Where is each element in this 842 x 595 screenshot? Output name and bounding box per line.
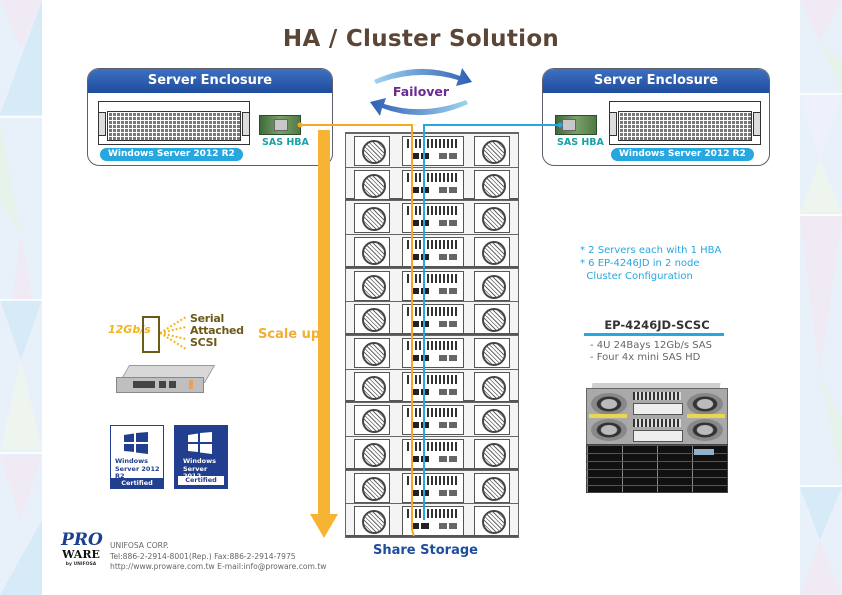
- server-enclosure-left: Server Enclosure Windows Server 2012 R2 …: [87, 68, 333, 166]
- storage-enclosure-unit: [346, 469, 518, 537]
- storage-module-row: [346, 435, 518, 470]
- failover-label: Failover: [392, 84, 450, 99]
- enclosure-header-left: Server Enclosure: [88, 69, 332, 93]
- scale-up-arrow-head-icon: [310, 514, 338, 538]
- fan-icon: [474, 506, 510, 537]
- windows-server-2012-certified-badge: Windows Server 2012 Certified: [174, 425, 228, 489]
- note-line: * 6 EP-4246JD in 2 node: [580, 258, 700, 269]
- page-title: HA / Cluster Solution: [282, 26, 560, 52]
- orange-sas-cable: [300, 124, 415, 537]
- sas-hba-label-right: SAS HBA: [557, 137, 604, 148]
- fan-icon: [354, 169, 390, 200]
- fan-icon: [474, 270, 510, 301]
- product-spec-line: - 4U 24Bays 12Gb/s SAS: [590, 340, 712, 351]
- share-storage-rack: [345, 132, 519, 538]
- sas-logo-rays-icon: [160, 316, 187, 350]
- company-phone-fax: Tel:886-2-2914-8001(Rep.) Fax:886-2-2914…: [110, 551, 296, 561]
- windows-server-2012-r2-certified-badge: Windows Server 2012 R2 Certified: [110, 425, 164, 489]
- fan-icon: [354, 438, 390, 469]
- note-line: * 2 Servers each with 1 HBA: [580, 245, 722, 256]
- storage-enclosure-unit: [346, 200, 518, 268]
- storage-enclosure-unit: [346, 133, 518, 201]
- company-contact-info: UNIFOSA CORP. Tel:886-2-2914-8001(Rep.) …: [110, 541, 327, 573]
- sas-hba-card-right: [555, 115, 597, 135]
- sas-logo-text: Serial Attached SCSI: [190, 312, 244, 349]
- os-badge-left: Windows Server 2012 R2: [100, 148, 243, 161]
- fan-icon: [354, 338, 390, 368]
- proware-logo: PRO WARE by UNIFOSA: [61, 530, 103, 567]
- fan-icon: [354, 270, 390, 301]
- fan-icon: [354, 405, 390, 436]
- storage-module-row: [346, 200, 518, 234]
- fan-icon: [354, 136, 390, 166]
- server-chassis-left: [98, 101, 250, 145]
- enclosure-header-right: Server Enclosure: [543, 69, 769, 93]
- storage-module-row: [346, 166, 518, 201]
- storage-module-row: [346, 301, 518, 335]
- storage-enclosure-unit: [346, 402, 518, 470]
- fan-icon: [474, 472, 510, 503]
- storage-enclosure-unit: [346, 267, 518, 335]
- blue-sas-cable: [423, 124, 560, 520]
- note-line: Cluster Configuration: [580, 271, 693, 282]
- fan-icon: [474, 203, 510, 234]
- sas-logo-frame-icon: [142, 316, 160, 353]
- sas-hba-card-left: [259, 115, 301, 135]
- windows-logo-icon: [124, 432, 148, 454]
- storage-module-row: [346, 233, 518, 268]
- os-badge-right: Windows Server 2012 R2: [611, 148, 754, 161]
- storage-module-row: [346, 503, 518, 537]
- fan-icon: [474, 405, 510, 436]
- product-image-ep-4246jd: [586, 383, 728, 493]
- fan-icon: [354, 203, 390, 234]
- fan-icon: [474, 169, 510, 200]
- fan-icon: [474, 304, 510, 335]
- windows-logo-icon: [188, 432, 212, 454]
- storage-module-row: [346, 133, 518, 167]
- fan-icon: [354, 371, 390, 402]
- scale-up-label: Scale up: [258, 327, 321, 342]
- sas-hba-label-left: SAS HBA: [262, 137, 309, 148]
- fan-icon: [474, 371, 510, 402]
- decorative-side-panel-left: [0, 0, 42, 595]
- decorative-side-panel-right: [800, 0, 842, 595]
- fan-icon: [474, 236, 510, 267]
- controller-module-image: [116, 365, 216, 393]
- company-name: UNIFOSA CORP.: [110, 541, 169, 550]
- fan-icon: [474, 438, 510, 469]
- product-underline: [584, 333, 724, 336]
- storage-module-row: [346, 402, 518, 436]
- sas-speed-label: 12Gb/s: [108, 323, 151, 336]
- configuration-notes: * 2 Servers each with 1 HBA * 6 EP-4246J…: [580, 244, 721, 283]
- server-enclosure-right: Server Enclosure SAS HBA Windows Server …: [542, 68, 770, 166]
- product-specs: - 4U 24Bays 12Gb/s SAS - Four 4x mini SA…: [590, 340, 712, 364]
- fan-icon: [354, 304, 390, 335]
- fan-icon: [354, 472, 390, 503]
- share-storage-label: Share Storage: [373, 543, 478, 558]
- fan-icon: [474, 136, 510, 166]
- failover-indicator: Failover: [368, 64, 474, 120]
- company-web-email: http://www.proware.com.tw E-mail:info@pr…: [110, 562, 327, 571]
- storage-module-row: [346, 267, 518, 302]
- fan-icon: [474, 338, 510, 368]
- fan-icon: [354, 236, 390, 267]
- server-chassis-right: [609, 101, 761, 145]
- scale-up-arrow-shaft: [318, 130, 330, 520]
- serial-attached-scsi-logo: 12Gb/s Serial Attached SCSI: [108, 313, 244, 361]
- product-spec-line: - Four 4x mini SAS HD: [590, 352, 701, 363]
- failover-arrows-icon: [370, 68, 472, 116]
- product-name: EP-4246JD-SCSC: [604, 318, 710, 332]
- fan-icon: [354, 506, 390, 537]
